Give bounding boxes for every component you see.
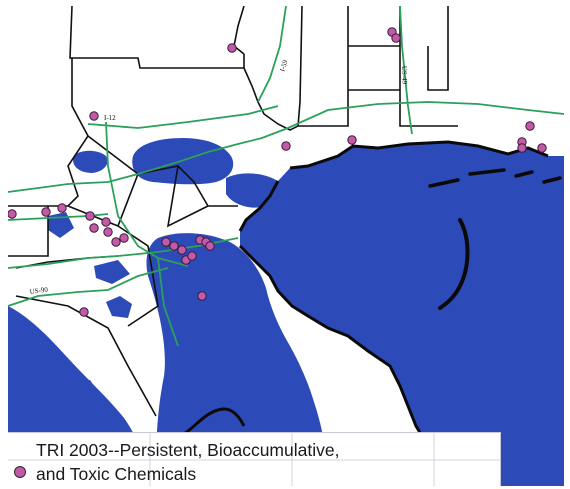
facility-marker[interactable]: [347, 135, 357, 145]
facility-marker[interactable]: [101, 217, 111, 227]
legend-grid: [8, 433, 500, 486]
facility-marker[interactable]: [79, 307, 89, 317]
facility-marker[interactable]: [525, 121, 535, 131]
legend-subtitle: and Toxic Chemicals: [36, 464, 197, 484]
facility-marker[interactable]: [8, 209, 17, 219]
delta-marsh: [146, 233, 326, 486]
facility-marker[interactable]: [103, 227, 113, 237]
facility-marker[interactable]: [205, 241, 215, 251]
legend-title: TRI 2003--Persistent, Bioaccumulative,: [36, 440, 340, 460]
marsh-patch-1: [106, 296, 132, 318]
coastline-ms: [289, 140, 549, 170]
facility-marker[interactable]: [197, 291, 207, 301]
facility-marker[interactable]: [391, 33, 401, 43]
marsh-patch-6: [178, 300, 208, 328]
road-label-us90: US-90: [29, 285, 49, 296]
marsh-patch-4: [218, 264, 254, 296]
road-label-i59: I-59: [278, 59, 289, 73]
facility-marker[interactable]: [227, 43, 237, 53]
gulf-water: [240, 142, 564, 486]
marsh-patch-2: [48, 212, 74, 238]
facility-marker[interactable]: [41, 207, 51, 217]
facility-marker[interactable]: [85, 211, 95, 221]
state-boundaries: [8, 6, 458, 417]
facility-marker[interactable]: [177, 245, 187, 255]
facility-marker[interactable]: [161, 237, 171, 247]
legend-box: TRI 2003--Persistent, Bioaccumulative, a…: [8, 432, 501, 486]
chandeleur-islands: [438, 218, 470, 310]
road-label-i12: I-12: [104, 114, 116, 122]
barrier-island-2: [468, 168, 506, 176]
barrier-island-4: [542, 176, 562, 184]
lake-maurepas: [73, 150, 108, 173]
facility-markers: [8, 27, 547, 317]
facility-marker[interactable]: [89, 223, 99, 233]
facility-marker[interactable]: [111, 237, 121, 247]
marsh-patch-5: [68, 380, 102, 410]
marsh-patch-3: [94, 260, 130, 284]
facility-marker[interactable]: [89, 111, 99, 121]
coastline-delta: [238, 180, 430, 447]
highways: [8, 6, 564, 347]
facility-marker[interactable]: [57, 203, 67, 213]
map-canvas: I-12 I-59 US-49 US-90: [8, 6, 564, 486]
map-frame: I-12 I-59 US-49 US-90: [8, 6, 564, 486]
facility-marker[interactable]: [281, 141, 291, 151]
road-label-us49: US-49: [400, 66, 409, 85]
facility-dot-icon: [14, 466, 26, 478]
barrier-island-1: [428, 178, 460, 188]
barrier-island-3: [514, 170, 534, 178]
facility-marker[interactable]: [187, 251, 197, 261]
facility-marker[interactable]: [119, 233, 129, 243]
facility-marker[interactable]: [169, 241, 179, 251]
facility-marker[interactable]: [537, 143, 547, 153]
facility-marker[interactable]: [517, 143, 527, 153]
